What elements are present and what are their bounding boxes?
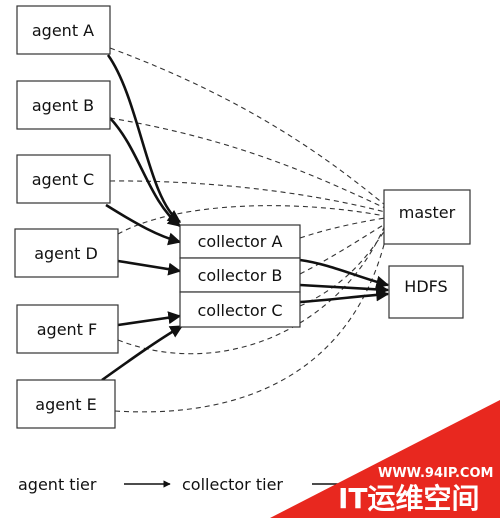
edge-collector-b-master — [299, 223, 386, 275]
node-collector-c: collector C — [179, 291, 301, 328]
edge-agent-e-collector-c — [101, 324, 184, 382]
node-agent-f-label: agent F — [37, 320, 98, 339]
node-collector-a: collector A — [179, 224, 301, 259]
node-collector-a-label: collector A — [198, 232, 283, 251]
node-agent-a: agent A — [16, 5, 111, 55]
legend-agent-tier: agent tier — [18, 475, 97, 494]
node-agent-b-label: agent B — [32, 96, 94, 115]
edge-collector-b-hdfs — [299, 282, 390, 296]
node-agent-c: agent C — [16, 154, 111, 204]
node-agent-e-label: agent E — [35, 395, 96, 414]
edge-collector-a-hdfs — [299, 258, 390, 289]
node-hdfs-label: HDFS — [404, 277, 447, 296]
edge-collector-c-master — [299, 229, 386, 307]
watermark: WWW.94IP.COM IT运维空间 — [270, 400, 500, 518]
edge-agent-a-master — [109, 47, 386, 206]
node-agent-e: agent E — [16, 379, 116, 429]
edge-agent-d-master — [117, 205, 386, 235]
edge-agent-d-collector-b — [117, 259, 182, 276]
edge-agent-f-collector-c — [117, 311, 182, 327]
edge-agent-b-collector-a — [109, 117, 182, 228]
watermark-brand: IT运维空间 — [338, 482, 480, 515]
control-edges — [109, 47, 389, 413]
watermark-site: WWW.94IP.COM — [378, 466, 493, 481]
edge-agent-c-master — [109, 180, 386, 213]
node-agent-a-label: agent A — [32, 21, 94, 40]
edge-collector-c-hdfs — [299, 288, 390, 304]
watermark-background — [270, 400, 500, 518]
tier-legend: agent tier collector tier — [18, 475, 340, 494]
edge-agent-b-master — [109, 117, 386, 209]
node-collector-b: collector B — [179, 257, 301, 293]
node-master: master — [383, 189, 471, 245]
edge-collector-a-master — [299, 217, 386, 239]
edge-agent-c-collector-a — [105, 203, 182, 246]
node-agent-d: agent D — [14, 228, 119, 278]
legend-collector-tier: collector tier — [182, 475, 283, 494]
node-agent-f: agent F — [16, 304, 119, 354]
edge-agent-e-master — [114, 227, 389, 413]
data-flow-edges — [101, 54, 390, 382]
node-collector-c-label: collector C — [197, 301, 282, 320]
node-master-label: master — [399, 203, 456, 222]
node-collector-b-label: collector B — [198, 266, 283, 285]
node-agent-d-label: agent D — [34, 244, 98, 263]
node-hdfs: HDFS — [388, 265, 464, 319]
edge-agent-a-collector-a — [106, 54, 182, 224]
node-agent-b: agent B — [16, 80, 111, 130]
node-agent-c-label: agent C — [32, 170, 94, 189]
